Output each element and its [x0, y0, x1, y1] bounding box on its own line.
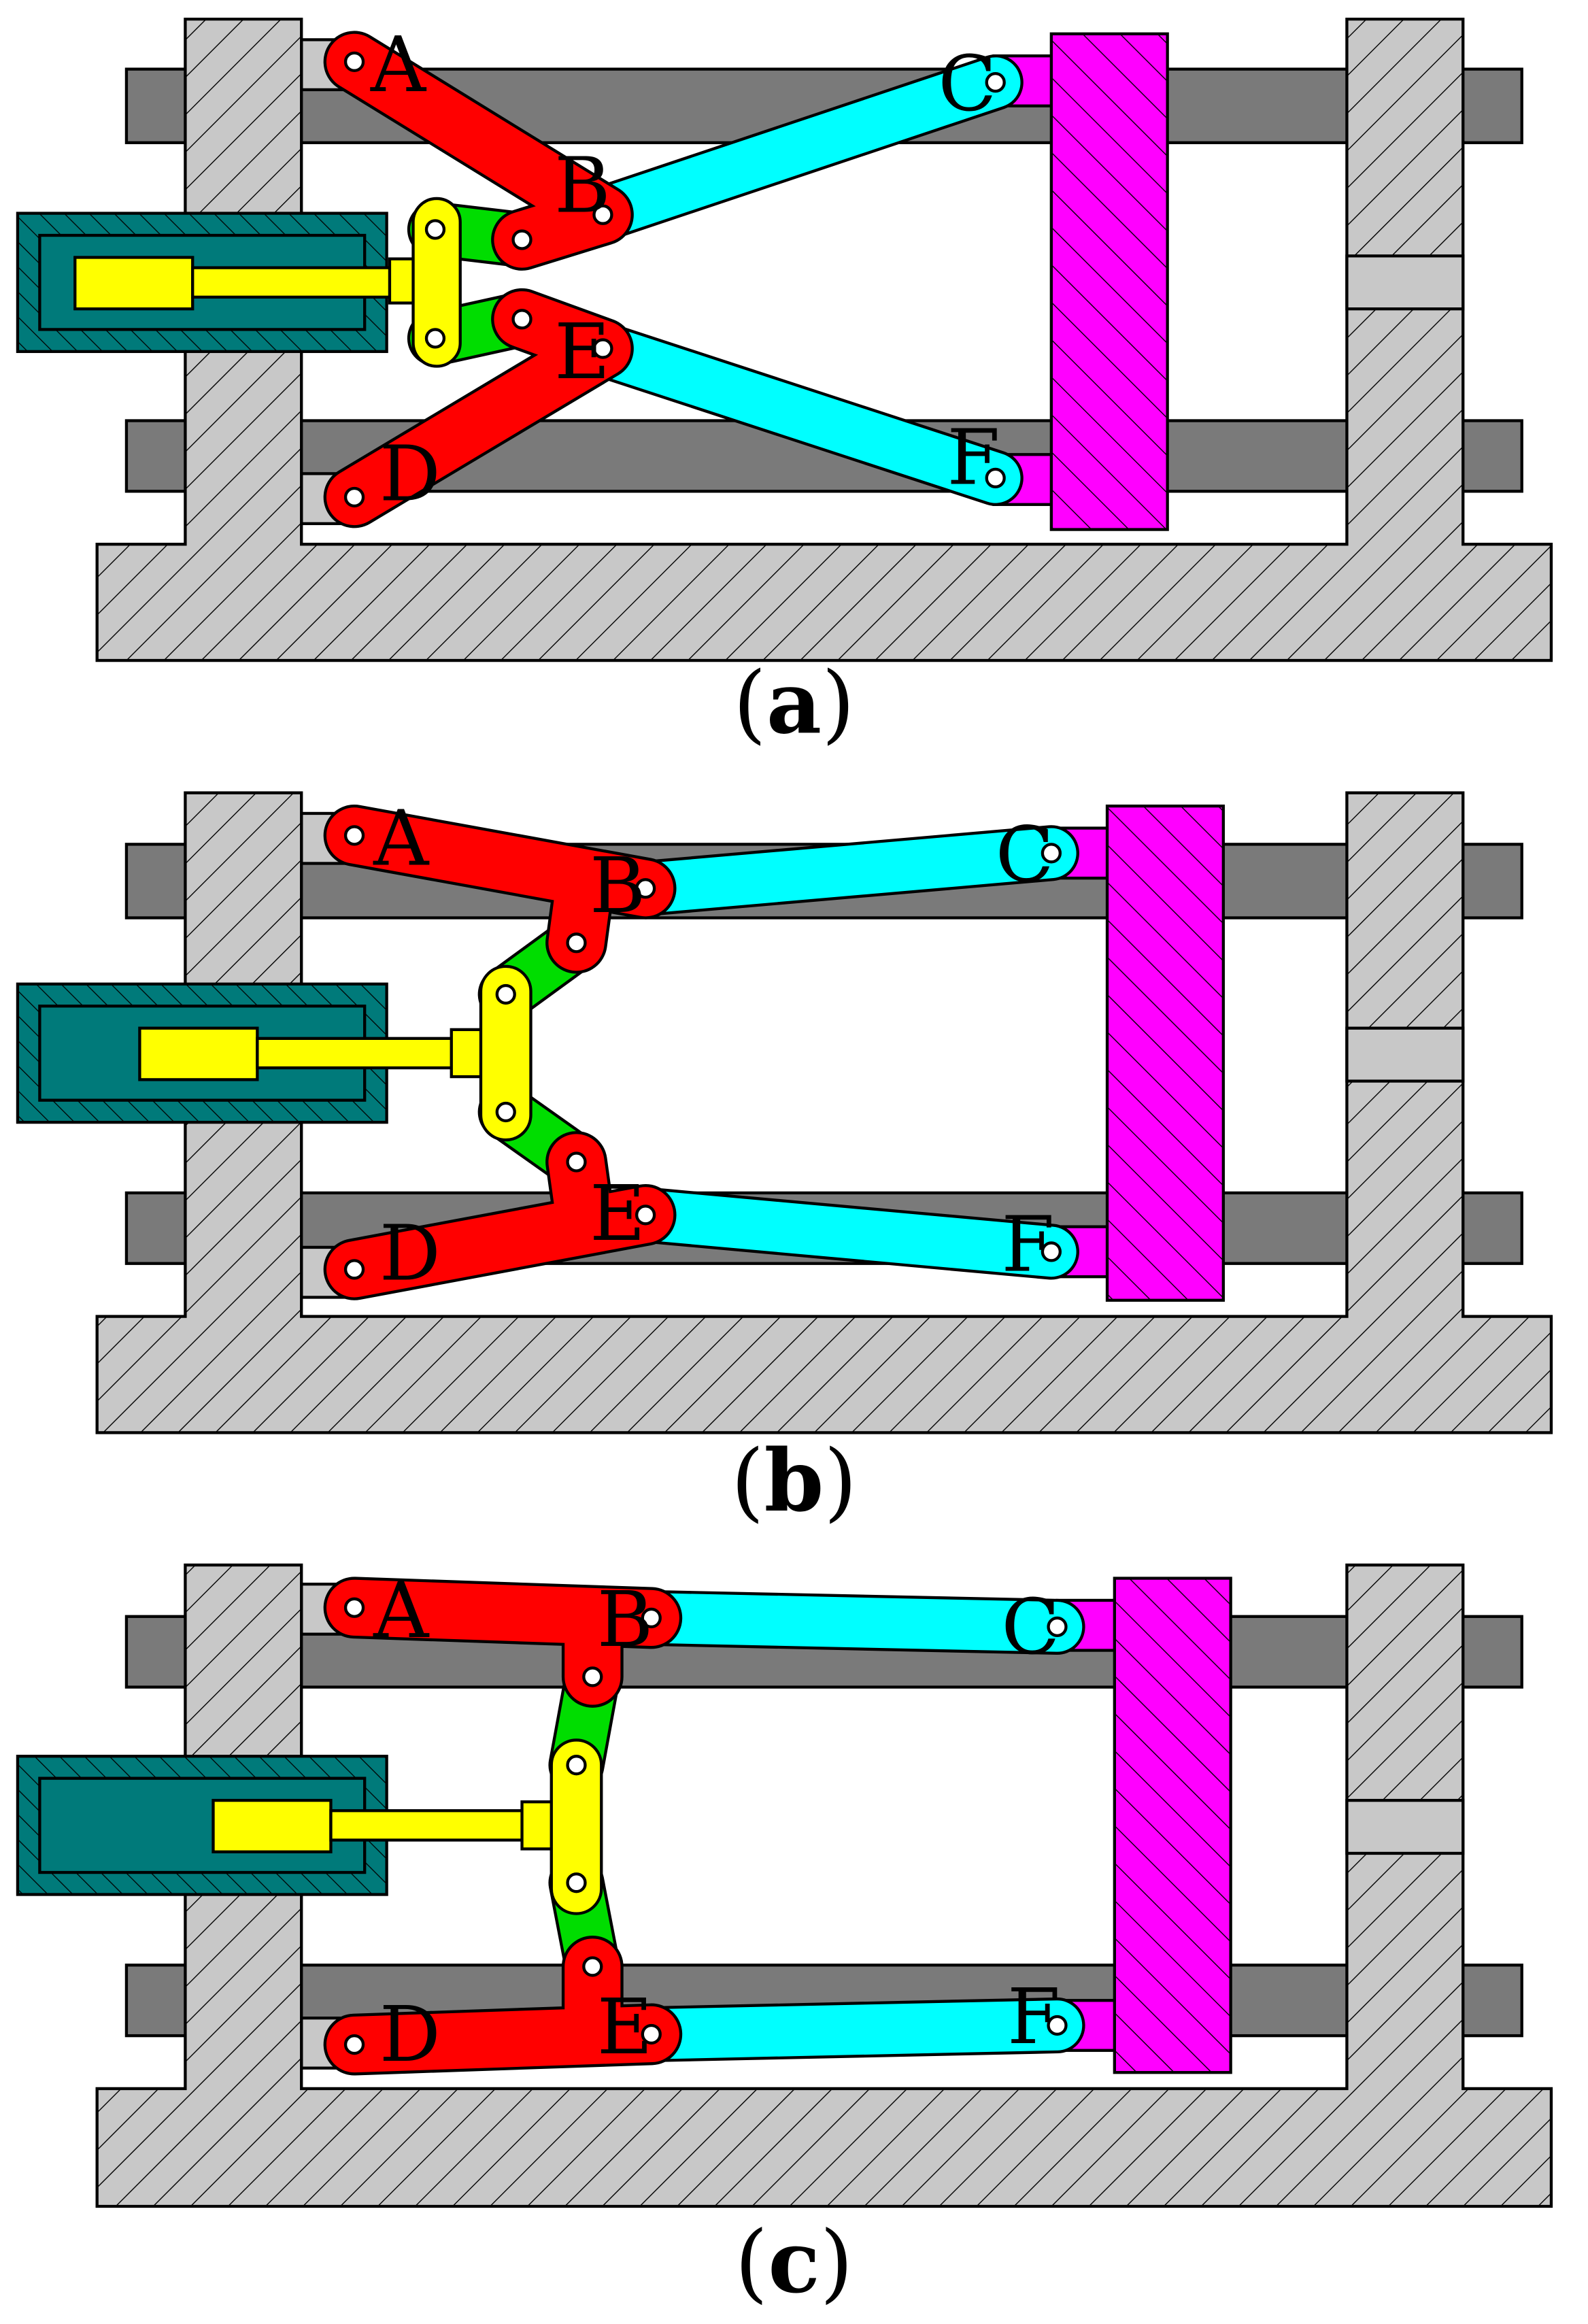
piston-rod — [191, 266, 406, 299]
link-ab-red — [323, 31, 634, 271]
moving-platen — [1049, 32, 1169, 531]
panel-c: A B C D E F (c) — [16, 1563, 1553, 2312]
label-b: B — [554, 141, 611, 230]
crosshead — [520, 1738, 603, 1915]
machine-base — [95, 791, 1553, 1434]
label-f: F — [1007, 1972, 1060, 2061]
label-b: B — [597, 1575, 654, 1664]
label-e: E — [554, 307, 610, 397]
label-a: A — [373, 1566, 430, 1655]
link-de-red — [323, 1936, 683, 2076]
label-e: E — [590, 1169, 645, 1258]
label-f: F — [947, 413, 1000, 502]
label-c: C — [938, 39, 996, 129]
label-b: B — [590, 841, 646, 930]
link-de-red — [323, 288, 634, 528]
right-plate-slot — [1345, 1026, 1465, 1083]
label-c: C — [1001, 1583, 1060, 1672]
caption-a: (a) — [733, 652, 855, 753]
piston-rod — [256, 1037, 458, 1070]
pin-joints — [343, 1597, 1068, 2055]
label-f: F — [1001, 1200, 1054, 1290]
machine-base — [95, 1563, 1553, 2208]
label-e: E — [597, 1983, 653, 2072]
piston — [212, 1798, 333, 1853]
caption-b: (b) — [731, 1430, 858, 1531]
moving-platen — [1105, 804, 1225, 1302]
crosshead — [450, 964, 533, 1142]
label-c: C — [996, 810, 1054, 899]
crosshead — [388, 197, 462, 368]
machine-base — [95, 17, 1553, 662]
label-d: D — [379, 1990, 441, 2079]
pin-joints — [343, 825, 1062, 1280]
moving-platen — [1113, 1577, 1232, 2074]
label-a: A — [373, 794, 430, 883]
right-plate-slot — [1345, 1798, 1465, 1855]
piston — [138, 1026, 259, 1081]
panel-a: A B C D E F (a) — [16, 17, 1553, 753]
piston — [73, 256, 195, 311]
label-a: A — [370, 20, 427, 110]
piston-rod — [329, 1809, 528, 1842]
label-d: D — [379, 429, 441, 518]
panel-b: A B C D E F (b) — [16, 791, 1553, 1531]
caption-c: (c) — [734, 2211, 853, 2312]
label-d: D — [379, 1209, 441, 1298]
pin-joints — [343, 51, 1006, 508]
right-plate-slot — [1345, 254, 1465, 311]
